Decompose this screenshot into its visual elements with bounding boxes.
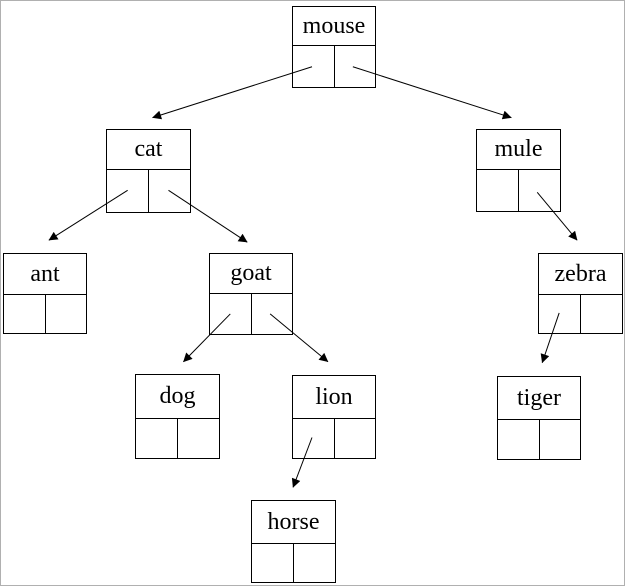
node-label: tiger	[498, 377, 580, 420]
pointer-cells	[498, 420, 580, 459]
edge-mouse-left-to-cat	[152, 66, 313, 120]
right-pointer-cell	[294, 544, 335, 582]
node-label: horse	[252, 501, 335, 544]
edge-mule-right-to-zebra	[536, 192, 578, 241]
left-pointer-cell	[539, 295, 581, 333]
edge-goat-left-to-dog	[183, 313, 231, 363]
edge-cat-left-to-ant	[48, 189, 128, 241]
pointer-cells	[4, 295, 86, 333]
edge-cat-right-to-goat	[168, 189, 248, 243]
tree-node-tiger: tiger	[497, 376, 581, 460]
right-pointer-cell	[178, 419, 219, 458]
right-pointer-cell	[149, 170, 190, 212]
edge-lion-left-to-horse	[291, 437, 313, 488]
right-pointer-cell	[252, 294, 293, 334]
right-pointer-cell	[335, 46, 376, 87]
node-label: lion	[293, 376, 375, 419]
node-label: mule	[477, 130, 560, 170]
left-pointer-cell	[107, 170, 149, 212]
right-pointer-cell	[519, 170, 560, 211]
tree-node-cat: cat	[106, 129, 191, 213]
node-label: ant	[4, 254, 86, 295]
tree-node-dog: dog	[135, 374, 220, 459]
right-pointer-cell	[335, 419, 376, 458]
pointer-cells	[136, 419, 219, 458]
tree-node-ant: ant	[3, 253, 87, 334]
edge-goat-right-to-lion	[269, 313, 329, 363]
pointer-cells	[210, 294, 292, 334]
right-pointer-cell	[46, 295, 87, 333]
tree-node-zebra: zebra	[538, 253, 623, 334]
tree-node-horse: horse	[251, 500, 336, 583]
pointer-cells	[539, 295, 622, 333]
tree-node-goat: goat	[209, 253, 293, 335]
tree-node-mouse: mouse	[292, 6, 376, 88]
node-label: goat	[210, 254, 292, 294]
edge-mouse-right-to-mule	[352, 66, 512, 120]
left-pointer-cell	[293, 419, 335, 458]
right-pointer-cell	[581, 295, 622, 333]
node-label: cat	[107, 130, 190, 170]
node-label: mouse	[293, 7, 375, 46]
pointer-cells	[107, 170, 190, 212]
tree-node-lion: lion	[292, 375, 376, 459]
node-label: zebra	[539, 254, 622, 295]
pointer-cells	[252, 544, 335, 582]
pointer-cells	[293, 419, 375, 458]
left-pointer-cell	[252, 544, 294, 582]
left-pointer-cell	[293, 46, 335, 87]
pointer-cells	[477, 170, 560, 211]
left-pointer-cell	[4, 295, 46, 333]
pointer-cells	[293, 46, 375, 87]
node-label: dog	[136, 375, 219, 419]
left-pointer-cell	[210, 294, 252, 334]
left-pointer-cell	[498, 420, 540, 459]
left-pointer-cell	[477, 170, 519, 211]
right-pointer-cell	[540, 420, 581, 459]
tree-node-mule: mule	[476, 129, 561, 212]
edge-zebra-left-to-tiger	[540, 312, 560, 364]
left-pointer-cell	[136, 419, 178, 458]
